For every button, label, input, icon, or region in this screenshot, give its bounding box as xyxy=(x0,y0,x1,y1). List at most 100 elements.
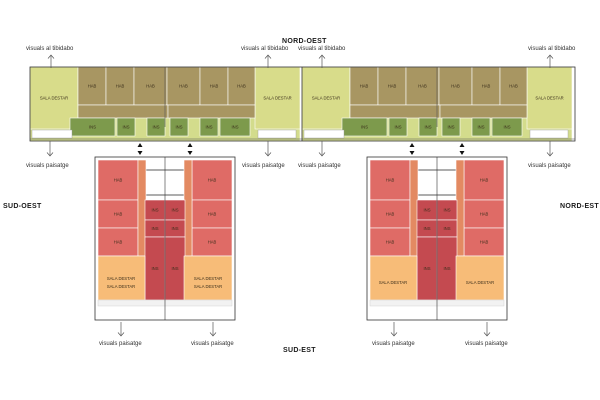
arrow-paisatge-2-head xyxy=(264,152,272,157)
top-left-ins-5-label: INS xyxy=(206,125,213,130)
top-left-hab-6-label: HAB xyxy=(237,84,246,89)
top-left-sala-left-label: SALA DESTAR xyxy=(40,96,68,101)
wing-left-access-up-l xyxy=(137,143,143,147)
wing-left-hab-r1-label: HAB xyxy=(208,178,217,183)
top-left-hab-service-right xyxy=(167,104,256,119)
top-left-ins-4-label: INS xyxy=(176,125,183,130)
wing-left-sala-r-label-1: SALA DESTAR xyxy=(194,276,222,281)
view-tibidabo-3: visuals al tibidabo xyxy=(298,46,346,52)
wing-left-sala-r-label-2: SALA DESTAR xyxy=(194,284,222,289)
wing-right-hab-l3 xyxy=(369,227,411,257)
top-right-hab-2-label: HAB xyxy=(388,84,397,89)
view-tibidabo-2: visuals al tibidabo xyxy=(241,46,289,52)
top-right-ins-1 xyxy=(341,117,388,137)
top-right-hab-2 xyxy=(377,66,407,106)
top-right-hab-4 xyxy=(438,66,473,106)
wing-left-sala-l xyxy=(97,255,146,301)
wing-left-access-up-r xyxy=(187,143,193,147)
wing-left-hab-l3-label: HAB xyxy=(114,240,123,245)
arrow-tibidabo-2-head xyxy=(264,54,272,59)
view-paisatge-4: visuals paisatge xyxy=(528,163,571,169)
wing-left-ins-5-label: INS xyxy=(152,266,159,271)
top-left-hab-5-label: HAB xyxy=(210,84,219,89)
top-left-ins-3-label: INS xyxy=(153,125,160,130)
top-right-hab-3-label: HAB xyxy=(418,84,427,89)
wing-right-sala-l xyxy=(369,255,418,301)
top-right-sala-right-label: SALA DESTAR xyxy=(535,96,563,101)
top-left-slot-right xyxy=(257,129,297,139)
wing-left-sala-l-label-1: SALA DESTAR xyxy=(107,276,135,281)
wing-left-hab-r2-label: HAB xyxy=(208,212,217,217)
top-right-ins-3-label: INS xyxy=(425,125,432,130)
top-left-hab-3-label: HAB xyxy=(146,84,155,89)
top-right-ins-5 xyxy=(471,117,491,137)
top-left-ins-6 xyxy=(219,117,251,137)
wing-right-hab-l2-label: HAB xyxy=(386,212,395,217)
wing-left-hab-l2 xyxy=(97,199,139,229)
top-left-ins-1-label: INS xyxy=(89,125,96,130)
arrow-paisatge-8-head xyxy=(483,332,491,337)
view-paisatge-6: visuals paisatge xyxy=(191,341,234,347)
wing-right-hab-r2-label: HAB xyxy=(480,212,489,217)
top-left-hab-4-label: HAB xyxy=(179,84,188,89)
top-right-hab-4-label: HAB xyxy=(451,84,460,89)
wing-right-sala-r xyxy=(455,255,505,301)
label-sud-est: SUD-EST xyxy=(283,347,316,354)
wing-left-ins-6-label: INS xyxy=(172,266,179,271)
arrow-paisatge-5-head xyxy=(117,332,125,337)
wing-right-ins-1-label: INS xyxy=(424,208,431,213)
arrow-paisatge-1-head xyxy=(46,152,54,157)
top-right-hab-1 xyxy=(349,66,379,106)
wing-right-sala-l-label: SALA DESTAR xyxy=(379,280,407,285)
wing-left-ins-3-label: INS xyxy=(152,226,159,231)
wing-left-sala-r xyxy=(183,255,233,301)
wing-right-ins-3-label: INS xyxy=(424,226,431,231)
view-tibidabo-4: visuals al tibidabo xyxy=(528,46,576,52)
wing-right-access-down-r xyxy=(459,151,465,155)
wing-right-ins-2-label: INS xyxy=(444,208,451,213)
top-left-sala-right-label: SALA DESTAR xyxy=(263,96,291,101)
wing-left-hab-r1 xyxy=(191,159,233,201)
top-right-ins-2 xyxy=(388,117,408,137)
wing-right-hab-l3-label: HAB xyxy=(386,240,395,245)
top-right-hab-6 xyxy=(499,66,528,106)
top-right-slot-right xyxy=(529,129,569,139)
top-left-hab-service-left xyxy=(77,104,169,119)
wing-left-access-down-l xyxy=(137,151,143,155)
view-paisatge-5: visuals paisatge xyxy=(99,341,142,347)
top-right-sala-left-label: SALA DESTAR xyxy=(312,96,340,101)
top-right-hab-1-label: HAB xyxy=(360,84,369,89)
arrow-paisatge-3-head xyxy=(318,152,326,157)
view-paisatge-8: visuals paisatge xyxy=(465,341,508,347)
wing-right-hab-r2 xyxy=(463,199,505,229)
arrow-paisatge-4-head xyxy=(546,152,554,157)
top-right-hab-service-right xyxy=(439,104,528,119)
top-left-ins-4 xyxy=(169,117,189,137)
top-right-hab-5-label: HAB xyxy=(482,84,491,89)
wing-right-hab-l1-label: HAB xyxy=(386,178,395,183)
wing-right-ins-6-label: INS xyxy=(444,266,451,271)
wing-left-ins-4-label: INS xyxy=(172,226,179,231)
view-tibidabo-1: visuals al tibidabo xyxy=(26,46,74,52)
arrow-paisatge-6-head xyxy=(209,332,217,337)
top-right-ins-1-label: INS xyxy=(361,125,368,130)
top-right-hab-3 xyxy=(405,66,440,106)
top-left-ins-6-label: INS xyxy=(232,125,239,130)
top-left-hab-1-label: HAB xyxy=(88,84,97,89)
wing-left-sala-l-label-2: SALA DESTAR xyxy=(107,284,135,289)
arrow-tibidabo-3-head xyxy=(318,54,326,59)
wing-right-hab-r1-label: HAB xyxy=(480,178,489,183)
top-right-hab-6-label: HAB xyxy=(509,84,518,89)
wing-right-sala-r-label: SALA DESTAR xyxy=(466,280,494,285)
wing-left-access-down-r xyxy=(187,151,193,155)
arrow-tibidabo-4-head xyxy=(546,54,554,59)
wing-left-hab-l1-label: HAB xyxy=(114,178,123,183)
top-left-ins-5 xyxy=(199,117,219,137)
label-nord-oest: NORD-OEST xyxy=(282,38,327,45)
top-left-ins-1 xyxy=(69,117,116,137)
top-left-slot-left xyxy=(31,129,73,139)
top-left-ins-2-label: INS xyxy=(123,125,130,130)
wing-right-hab-r1 xyxy=(463,159,505,201)
top-right-hab-service-left xyxy=(349,104,441,119)
